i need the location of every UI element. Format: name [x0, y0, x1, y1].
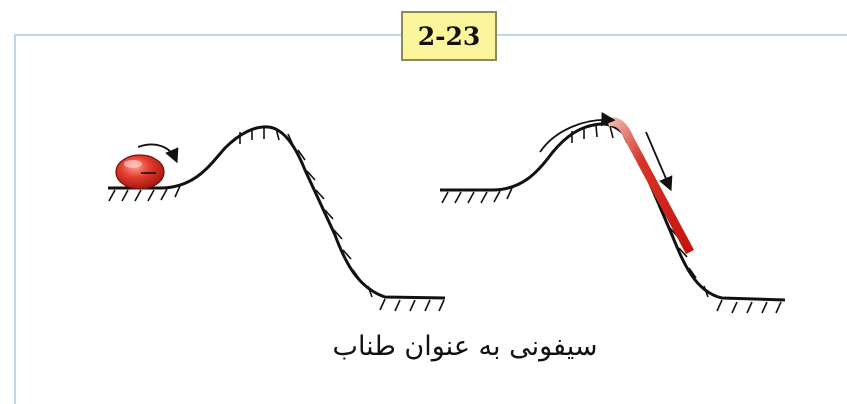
ball-rotation-arrow — [137, 143, 179, 164]
figure-caption: سیفونی به عنوان طناب — [332, 330, 598, 362]
left-hill-hatching — [108, 127, 445, 312]
rope-uphill-arrow — [539, 112, 616, 153]
rope-downhill-arrow — [645, 131, 673, 192]
left-panel — [108, 125, 446, 312]
right-panel — [440, 112, 786, 314]
figure-number-label: 2-23 — [401, 11, 497, 61]
diagram-canvas — [108, 112, 786, 314]
right-hill-outline — [440, 122, 786, 302]
right-hill-hatching — [441, 124, 782, 314]
left-hill-outline — [108, 125, 446, 300]
ball-icon — [115, 154, 165, 190]
